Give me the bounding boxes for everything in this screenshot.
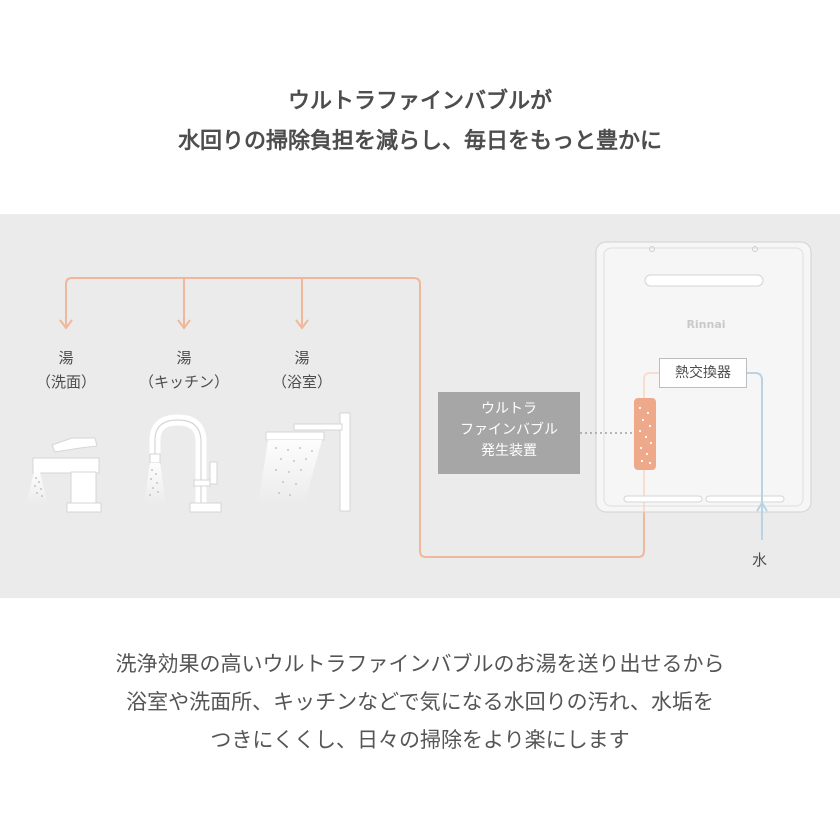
cold-water-pipe	[747, 372, 768, 540]
outlet-label-bath: 湯 （浴室）	[271, 349, 332, 391]
water-inlet-label: 水	[752, 551, 768, 569]
washbasin-faucet-icon	[26, 437, 102, 513]
headline: ウルトラファインバブルが 水回りの掃除負担を減らし、毎日をもっと豊かに	[0, 82, 840, 162]
bubble-generator-cartridge	[634, 398, 656, 470]
pipe-arrowheads	[59, 319, 309, 330]
description-line-3: つきにくくし、日々の掃除をより楽にします	[210, 728, 630, 752]
shower-icon	[258, 412, 351, 512]
description: 洗浄効果の高いウルトラファインバブルのお湯を送り出せるから 浴室や洗面所、キッチ…	[0, 645, 840, 759]
headline-line-2: 水回りの掃除負担を減らし、毎日をもっと豊かに	[177, 129, 662, 154]
kitchen-faucet-icon	[144, 414, 222, 513]
description-line-1: 洗浄効果の高いウルトラファインバブルのお湯を送り出せるから	[115, 652, 725, 676]
outlet-label-washbasin: 湯 （洗面）	[35, 349, 96, 391]
headline-line-1: ウルトラファインバブルが	[287, 89, 552, 114]
description-line-2: 浴室や洗面所、キッチンなどで気になる水回りの汚れ、水垢を	[126, 690, 714, 714]
outlet-label-kitchen: 湯 （キッチン）	[138, 349, 229, 391]
bubble-generator-label: ウルトラ ファインバブル 発生装置	[438, 392, 580, 474]
heat-exchanger-label: 熱交換器	[659, 358, 747, 388]
brand-logo: Rinnai	[686, 318, 726, 331]
